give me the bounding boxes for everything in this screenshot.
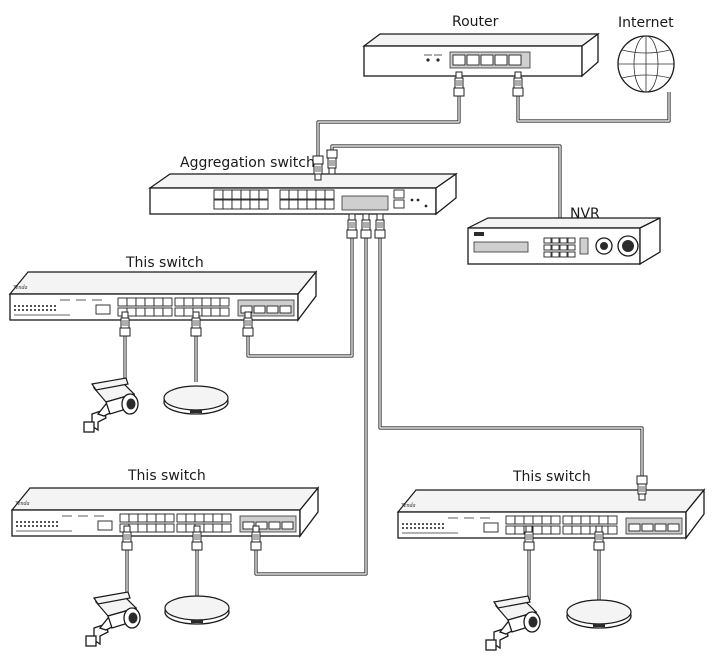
rj45-plug-icon (250, 525, 262, 551)
rj45-plug-icon (593, 525, 605, 551)
rj45-plug-icon (453, 71, 465, 97)
rj45-plug-icon (374, 213, 386, 239)
switch-left-label: This switch (125, 255, 204, 271)
rj45-plug-icon (523, 525, 535, 551)
rj45-plug-icon (346, 213, 358, 239)
switch-bottom-right-label: This switch (512, 469, 591, 485)
aggregation-switch-label: Aggregation switch (180, 155, 315, 171)
rj45-plug-icon (119, 311, 131, 337)
router-label: Router (452, 14, 499, 30)
nvr-label: NVR (570, 206, 600, 222)
switch-bottom-left-label: This switch (127, 468, 206, 484)
access-point-icon (163, 385, 229, 415)
rj45-plug-icon (242, 311, 254, 337)
nvr-icon (467, 216, 661, 266)
rj45-plug-icon (191, 525, 203, 551)
camera-icon (83, 377, 139, 433)
brand-logo: Tenda (15, 501, 29, 507)
brand-logo: Tenda (401, 503, 415, 509)
router-icon (362, 32, 600, 78)
rj45-plug-icon (360, 213, 372, 239)
rj45-plug-icon (326, 149, 338, 175)
rj45-plug-icon (190, 311, 202, 337)
brand-logo: Tenda (13, 285, 27, 291)
access-switch-icon: Tenda (11, 487, 319, 537)
internet-label: Internet (618, 15, 674, 31)
camera-icon (485, 595, 541, 651)
aggregation-switch-icon (148, 172, 458, 216)
camera-icon (85, 591, 141, 647)
rj45-plug-icon (512, 71, 524, 97)
rj45-plug-icon (121, 525, 133, 551)
access-point-icon (566, 599, 632, 629)
access-switch-icon: Tenda (397, 489, 705, 539)
rj45-plug-icon (636, 475, 648, 501)
access-point-icon (164, 595, 230, 625)
globe-icon (617, 35, 675, 93)
access-switch-icon: Tenda (9, 271, 317, 321)
